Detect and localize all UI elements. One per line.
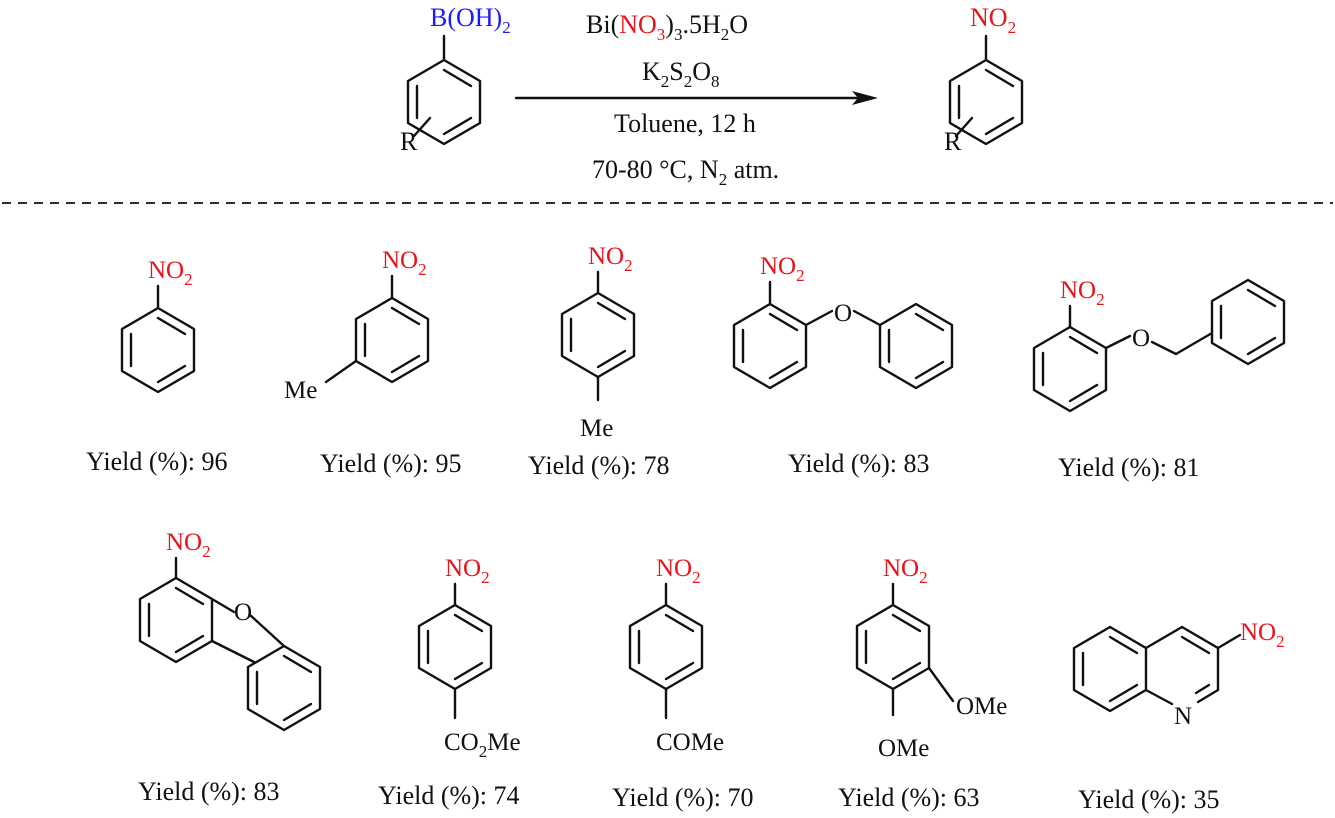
nitro-label: NO2 — [656, 555, 701, 587]
product-4: NO2 O Yield (%): 83 — [732, 253, 954, 478]
product-7: NO2 CO2Me Yield (%): 74 — [378, 555, 521, 810]
nitro-label: NO2 — [445, 555, 490, 587]
yield-label: Yield (%): 83 — [788, 449, 930, 478]
nitro-label: NO2 — [1240, 619, 1285, 651]
nitro-label: NO2 — [883, 555, 928, 587]
yield-label: Yield (%): 83 — [138, 777, 280, 806]
yield-label: Yield (%): 96 — [86, 447, 228, 476]
reaction-conditions: Bi(NO3)3.5H2O K2S2O8 Toluene, 12 h 70-80… — [514, 10, 878, 189]
nitro-label: NO2 — [588, 243, 633, 275]
nitro-label: NO2 — [1060, 277, 1105, 309]
boronic-acid-label: B(OH)2 — [430, 3, 511, 37]
furan-oxygen-label: O — [234, 599, 252, 626]
nitro-label: NO2 — [148, 257, 193, 289]
product-r-label: R — [944, 127, 962, 156]
product-9: NO2 OMe OMe Yield (%): 63 — [838, 555, 1007, 812]
product-1: NO2 Yield (%): 96 — [86, 257, 228, 476]
ether-oxygen-label: O — [1132, 325, 1150, 352]
nitro-label: NO2 — [166, 529, 211, 561]
yield-label: Yield (%): 81 — [1058, 453, 1200, 482]
yield-label: Yield (%): 63 — [838, 783, 980, 812]
methyl-label: Me — [580, 415, 613, 442]
reaction-arrow-head — [852, 91, 878, 105]
product-2: NO2 Me Yield (%): 95 — [284, 247, 462, 478]
reactant-r-label: R — [400, 127, 418, 156]
product-5: NO2 O Yield (%): 81 — [1032, 277, 1286, 482]
product-8: NO2 COMe Yield (%): 70 — [612, 555, 754, 812]
methoxy-label: OMe — [956, 693, 1007, 720]
condition-temperature: 70-80 °C, N2 atm. — [592, 155, 779, 189]
yield-label: Yield (%): 70 — [612, 783, 754, 812]
condition-persulfate: K2S2O8 — [642, 57, 720, 91]
yield-label: Yield (%): 78 — [528, 451, 670, 480]
yield-label: Yield (%): 74 — [378, 781, 520, 810]
yield-label: Yield (%): 35 — [1078, 785, 1220, 814]
nitrogen-label: N — [1174, 703, 1192, 730]
reactant-structure: B(OH)2 R — [400, 3, 511, 156]
methyl-label: Me — [284, 377, 317, 404]
ester-label: CO2Me — [444, 729, 521, 761]
product-structure: NO2 R — [944, 3, 1024, 156]
product-10: NO2 N Yield (%): 35 — [1072, 619, 1285, 814]
condition-bismuth-nitrate: Bi(NO3)3.5H2O — [586, 10, 748, 44]
yield-label: Yield (%): 95 — [320, 449, 462, 478]
nitro-label: NO2 — [382, 247, 427, 279]
ether-oxygen-label: O — [834, 300, 852, 327]
product-6: NO2 O Yield (%): 83 — [138, 529, 322, 806]
nitro-label: NO2 — [760, 253, 805, 285]
product-nitro-label: NO2 — [970, 3, 1016, 37]
condition-solvent-time: Toluene, 12 h — [614, 109, 756, 138]
product-3: NO2 Me Yield (%): 78 — [528, 243, 670, 480]
methoxy-label: OMe — [878, 735, 929, 762]
acetyl-label: COMe — [656, 729, 724, 756]
